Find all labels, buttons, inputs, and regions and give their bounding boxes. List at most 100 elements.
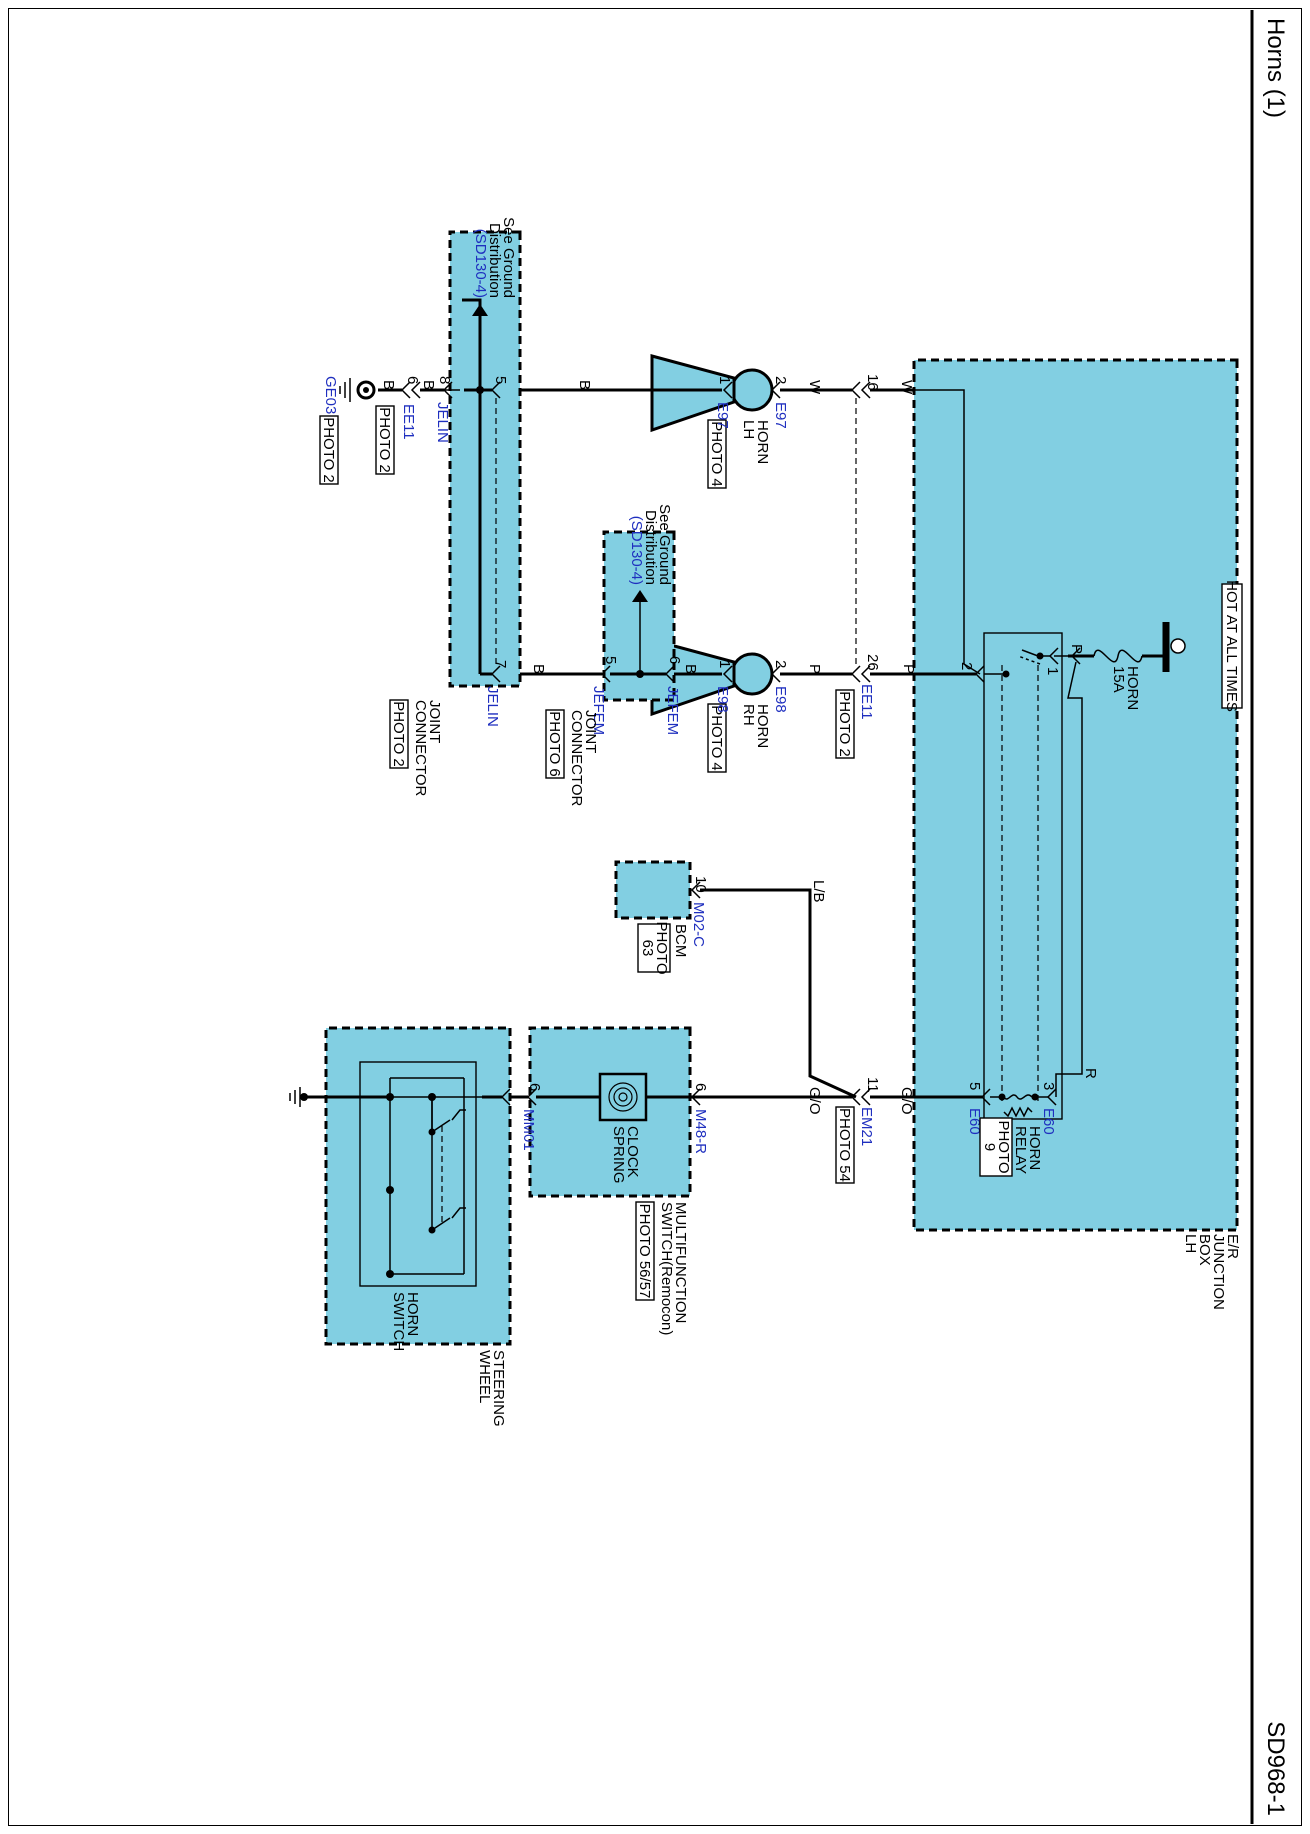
fuse-wire-color: P bbox=[1068, 644, 1085, 654]
horn-rh-icon bbox=[730, 652, 774, 696]
wire-b-ee11-label: B bbox=[420, 380, 437, 390]
bcm-photo: PHOTO63 bbox=[639, 921, 670, 974]
jefem-photo: PHOTO 6 bbox=[546, 711, 563, 777]
fuse-name: HORN bbox=[1124, 666, 1141, 710]
jefem-ground-arrow-icon bbox=[632, 590, 648, 602]
horn-relay-label: HORNRELAY bbox=[1012, 1126, 1043, 1174]
jefem-label: JOINTCONNECTOR bbox=[568, 710, 599, 807]
horn-lh-icon bbox=[730, 368, 774, 412]
wire-b-rh2-label: B bbox=[530, 664, 547, 674]
jefem-conn-bottom: JEFEM bbox=[590, 686, 607, 735]
jefem-pin-6: 6 bbox=[666, 656, 683, 664]
multifunction-label: MULTIFUNCTIONSWITCH(Remocon) bbox=[658, 1202, 689, 1335]
er-junction-box-label: E/RJUNCTIONBOXLH bbox=[1182, 1234, 1241, 1310]
ee11-connector-label: EE11 bbox=[858, 684, 875, 720]
steering-wheel-label: STEERINGWHEEL bbox=[476, 1350, 507, 1427]
em21-photo: PHOTO 54 bbox=[836, 1108, 853, 1182]
battery-terminal-icon bbox=[1170, 638, 1186, 654]
jelin-pin-8: 8 bbox=[436, 376, 453, 384]
wire-b-ee11-b-label: B bbox=[380, 380, 397, 390]
jefem-note-ref: (SD130-4) bbox=[628, 516, 645, 585]
page-code: SD968-1 bbox=[1262, 1721, 1289, 1816]
ee11-photo: PHOTO 2 bbox=[836, 691, 853, 757]
relay-pin-3: 3 bbox=[1040, 1082, 1057, 1090]
wire-w-lh-label: W bbox=[898, 380, 915, 395]
clock-spring-label: CLOCKSPRING bbox=[610, 1126, 641, 1184]
em21-connector: EM21 bbox=[858, 1107, 875, 1146]
relay-connector-bottom: E60 bbox=[966, 1108, 983, 1135]
fuse-connector-icon bbox=[1070, 647, 1081, 665]
jefem-joint-connector bbox=[602, 530, 676, 702]
wire-w-lh-b-label: W bbox=[806, 380, 823, 395]
ground-name: GE03 bbox=[322, 376, 339, 414]
horn-relay bbox=[983, 632, 1063, 1120]
ee11-pin-16: 16 bbox=[864, 374, 881, 391]
wire-r-label: R bbox=[1082, 1068, 1099, 1079]
jelin-pin-7: 7 bbox=[492, 660, 509, 668]
horn-switch-ground-icon bbox=[300, 1093, 308, 1101]
wire-p-out-label: P bbox=[900, 664, 917, 674]
horn-rh-pin-2: 2 bbox=[772, 660, 789, 668]
horn-relay-photo: PHOTO9 bbox=[981, 1120, 1012, 1173]
horn-lh-label: HORNLH bbox=[740, 420, 771, 464]
ee11-lower-connector: EE11 bbox=[400, 404, 417, 440]
horn-rh-label: HORNRH bbox=[740, 704, 771, 748]
fuse-icon bbox=[1093, 649, 1143, 663]
bcm-pin: 10 bbox=[692, 876, 709, 893]
power-label-box bbox=[1221, 583, 1243, 709]
bcm-module bbox=[614, 860, 692, 920]
horn-rh-connector-top: E98 bbox=[772, 686, 789, 713]
wire-b-rh-label: B bbox=[682, 664, 699, 674]
wire-go-label: G/O bbox=[898, 1087, 915, 1115]
horn-lh-pin-2: 2 bbox=[772, 376, 789, 384]
jefem-note: See GroundDistribution bbox=[642, 504, 673, 585]
relay-coil-icon bbox=[1003, 1094, 1033, 1100]
horn-rh-pin-1: 1 bbox=[716, 660, 733, 668]
wire-w-lh bbox=[914, 389, 981, 675]
ee11-lower-photo: PHOTO 2 bbox=[376, 407, 393, 473]
relay-connector-top: E60 bbox=[1040, 1108, 1057, 1135]
page-frame bbox=[8, 8, 1302, 1826]
wire-lb bbox=[700, 888, 857, 1099]
jelin-photo: PHOTO 2 bbox=[390, 701, 407, 767]
jelin-note-ref: (SD130-4) bbox=[472, 229, 489, 298]
page-title: Horns (1) bbox=[1262, 18, 1289, 118]
horn-lh-pin-1: 1 bbox=[716, 376, 733, 384]
relay-pin-5: 5 bbox=[966, 1082, 983, 1090]
relay-resistor-icon bbox=[1003, 1106, 1033, 1118]
wire-b-lh-label: B bbox=[576, 380, 593, 390]
bcm-label: BCM bbox=[672, 924, 689, 957]
jelin-pin-5: 5 bbox=[492, 376, 509, 384]
ee11-lower-pin: 6 bbox=[404, 376, 421, 384]
jelin-conn-bottom: JELIN bbox=[434, 402, 451, 443]
horn-switch-label: HORNSWITCH bbox=[390, 1292, 421, 1351]
horn-lh-connector-bottom: E97 bbox=[714, 402, 731, 429]
horn-rh-photo: PHOTO 4 bbox=[708, 705, 725, 771]
jefem-conn-top: JEFEM bbox=[664, 686, 681, 735]
jelin-conn-top: JELIN bbox=[484, 686, 501, 727]
wire-go-b-label: G/O bbox=[806, 1087, 823, 1115]
horn-rh-connector-bottom: E98 bbox=[714, 686, 731, 713]
wire-r bbox=[1055, 661, 1083, 1097]
jelin-note: See GroundDistribution bbox=[486, 217, 517, 298]
mm01-connector: MM01 bbox=[520, 1109, 537, 1151]
mm01-pin: 6 bbox=[526, 1083, 543, 1091]
jelin-bus bbox=[462, 298, 482, 674]
power-label: HOT AT ALL TIMES bbox=[1223, 580, 1240, 712]
wire-lb-label: L/B bbox=[810, 880, 827, 903]
em21-pin: 11 bbox=[864, 1077, 881, 1093]
jefem-pin-5: 5 bbox=[602, 656, 619, 664]
m48-connector: M48-R bbox=[692, 1109, 709, 1154]
jelin-label: JOINTCONNECTOR bbox=[412, 700, 443, 797]
wire-p-horn-rh-label: P bbox=[806, 664, 823, 674]
multifunction-photo: PHOTO 56/57 bbox=[636, 1204, 653, 1299]
ground-photo: PHOTO 2 bbox=[320, 417, 337, 483]
horn-switch bbox=[359, 1061, 477, 1287]
relay-pin-1: 1 bbox=[1044, 667, 1061, 675]
bcm-connector: M02-C bbox=[690, 902, 707, 947]
jelin-joint-connector bbox=[448, 230, 522, 688]
ee11-pin-26: 26 bbox=[864, 654, 881, 671]
m48-pin: 6 bbox=[692, 1083, 709, 1091]
clock-spring-icon bbox=[598, 1072, 648, 1122]
